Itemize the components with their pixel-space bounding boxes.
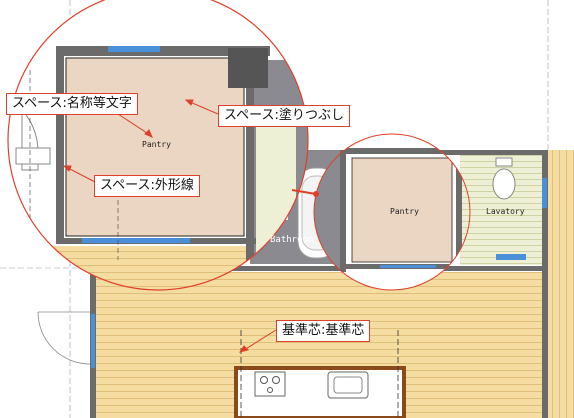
pantry-space-small[interactable] xyxy=(351,157,453,263)
sink xyxy=(327,371,369,399)
room-label-pantry-small: Pantry xyxy=(390,207,419,216)
column xyxy=(228,48,268,88)
zoom-circle-small xyxy=(313,133,471,291)
callout-space-name-text: スペース:名称等文字 xyxy=(6,93,138,115)
callout-arrows xyxy=(62,99,277,353)
callout-space-fill: スペース:塗りつぶし xyxy=(218,105,350,127)
callout-grid-line: 基準芯:基準芯 xyxy=(276,320,371,342)
toilet xyxy=(492,168,516,200)
room-label-lavatory: Lavatory xyxy=(486,207,525,216)
zoom-connector-dot xyxy=(313,191,319,197)
room-label-pantry-large: Pantry xyxy=(142,140,171,149)
callout-space-outline: スペース:外形線 xyxy=(94,175,200,197)
room-label-bathroom: Bathroom xyxy=(270,235,314,245)
zoom-connector xyxy=(291,189,317,195)
pantry-space-large[interactable] xyxy=(65,57,245,237)
